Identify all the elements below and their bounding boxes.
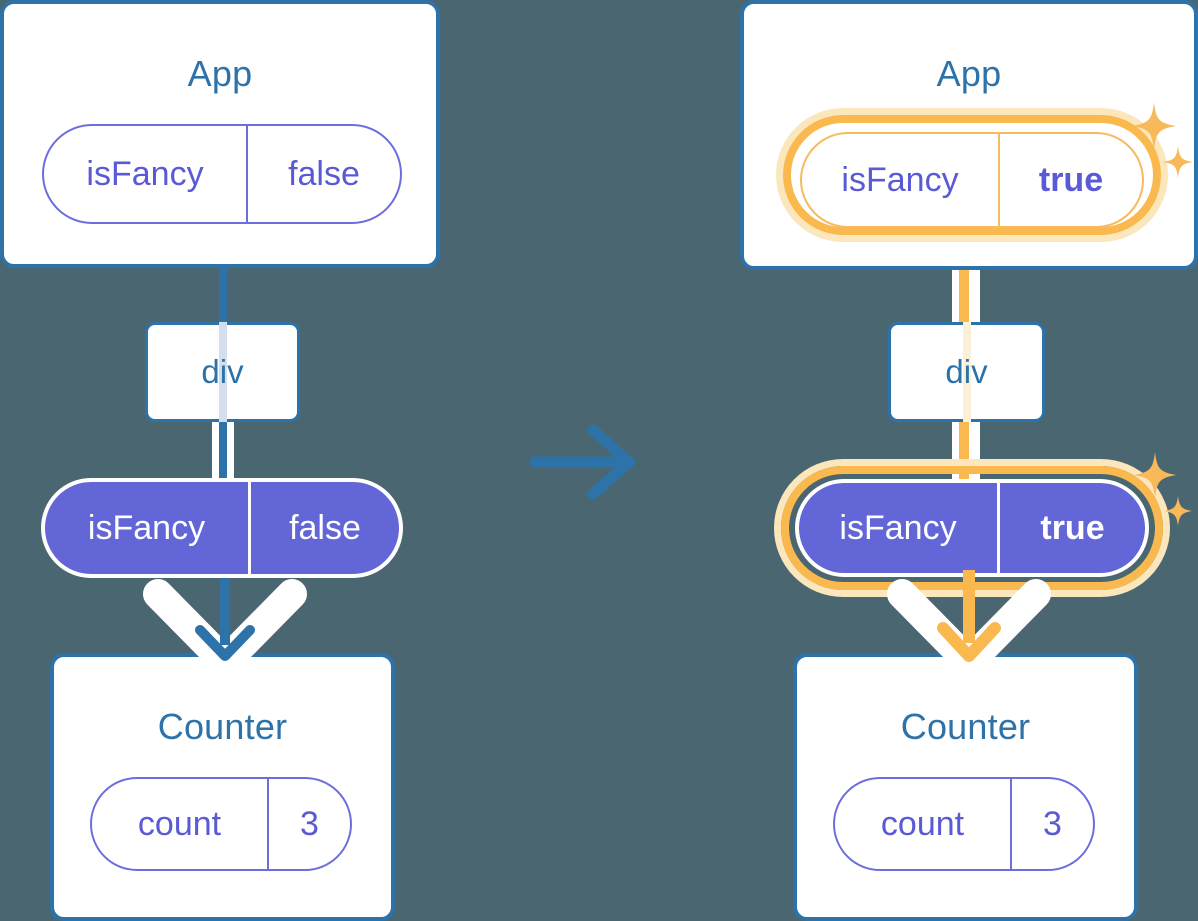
transition-arrow-icon — [529, 424, 636, 500]
counter-state-pill-key: count — [880, 804, 965, 843]
div-node-label: div — [945, 353, 988, 390]
render-arrow-after — [887, 570, 1051, 675]
app-state-pill-key: isFancy — [86, 154, 204, 193]
counter-card-title: Counter — [900, 706, 1031, 747]
props-pill-key: isFancy — [839, 508, 957, 547]
counter-state-pill-after: count 3 — [833, 777, 1095, 871]
div-node-before: div — [145, 322, 300, 422]
props-pill-key: isFancy — [87, 508, 206, 547]
connector-div-to-props-before — [212, 412, 234, 497]
app-card-title: App — [936, 53, 1002, 94]
connector-app-to-div-before — [219, 262, 227, 330]
sparkle-group-props — [1134, 452, 1192, 526]
div-node-after: div — [888, 322, 1045, 422]
counter-state-pill-key: count — [137, 804, 222, 843]
props-pill-before: isFancy false — [41, 478, 403, 578]
counter-card-title: Counter — [157, 706, 288, 747]
sparkle-star-large-icon — [1134, 452, 1176, 498]
div-node-label: div — [201, 353, 244, 390]
app-state-highlight-ring — [783, 115, 1161, 235]
counter-state-pill-value: 3 — [1010, 779, 1093, 869]
props-pill-after: isFancy true — [795, 479, 1149, 577]
sparkle-star-small-icon — [1163, 146, 1193, 178]
app-state-pill-after: isFancy true — [800, 132, 1144, 228]
render-arrow-before — [143, 570, 307, 675]
app-state-pill-value: false — [246, 126, 400, 222]
props-pill-value: false — [248, 482, 399, 574]
sparkle-group-app — [1132, 102, 1193, 178]
app-state-pill-before: isFancy false — [42, 124, 402, 224]
counter-state-pill-value: 3 — [267, 779, 350, 869]
sparkle-star-large-icon — [1132, 102, 1176, 150]
app-state-pill-key: isFancy — [841, 160, 959, 199]
app-card-title: App — [187, 53, 253, 94]
props-pill-value: true — [997, 483, 1145, 573]
app-state-pill-value: true — [998, 134, 1142, 226]
sparkle-star-small-icon — [1164, 496, 1192, 526]
counter-state-pill-before: count 3 — [90, 777, 352, 871]
